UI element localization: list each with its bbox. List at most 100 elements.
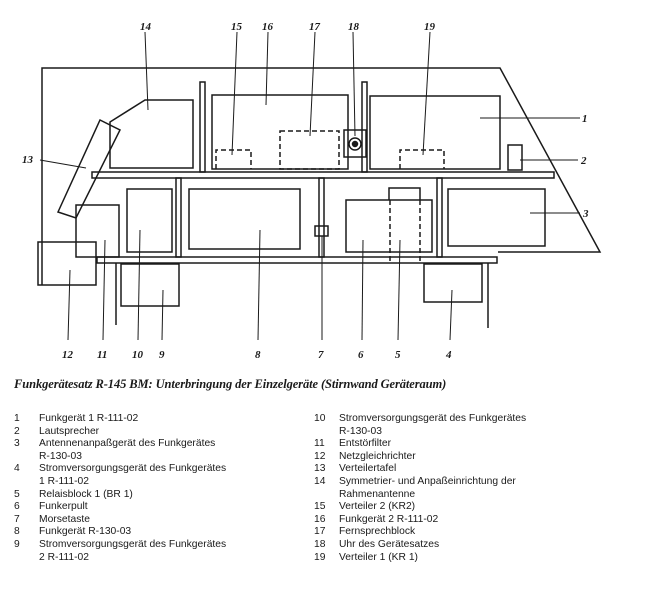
legend-text: Stromversorgungsgerät des Funkgerätes 2 … bbox=[39, 538, 227, 563]
callout-5: 5 bbox=[395, 349, 401, 361]
device-9-power-supply-2 bbox=[120, 263, 180, 307]
legend-number: 17 bbox=[314, 526, 326, 538]
device-11-interference-filter bbox=[75, 204, 120, 258]
device-8-radio-r130 bbox=[188, 188, 301, 250]
legend-number: 10 bbox=[314, 413, 326, 424]
legend-item: 5 Relaisblock 1 (BR 1) bbox=[14, 489, 304, 502]
legend-text: Uhr des Gerätesatzes bbox=[339, 538, 440, 550]
callout-11: 11 bbox=[97, 349, 107, 361]
device-3-antenna-tuner bbox=[447, 188, 546, 247]
equipment-layout-diagram: 14 15 16 17 18 19 1 2 3 13 12 11 10 9 8 … bbox=[22, 21, 602, 361]
strut-left-upper bbox=[199, 81, 206, 173]
callout-17: 17 bbox=[309, 21, 321, 33]
legend-text: Funkgerät 1 R-111-02 bbox=[39, 413, 139, 424]
strut-center-upper bbox=[361, 81, 368, 173]
device-19-distributor-1 bbox=[399, 149, 445, 169]
callout-14: 14 bbox=[140, 21, 152, 33]
callout-15: 15 bbox=[231, 21, 243, 33]
legend-item: 3 Antennenanpaßgerät des Funkgerätes R-13… bbox=[14, 438, 304, 463]
legend-item: 10 Stromversorgungsgerät des Funkgerätes … bbox=[314, 413, 634, 438]
legend-text: Netzgleichrichter bbox=[339, 450, 416, 462]
legend-text: Funkerpult bbox=[39, 501, 88, 513]
callout-3: 3 bbox=[582, 208, 589, 220]
device-17-telephone-block bbox=[279, 130, 340, 170]
legend-text: Funkgerät R-130-03 bbox=[39, 526, 132, 538]
callout-13: 13 bbox=[22, 154, 34, 166]
legend-text: Lautsprecher bbox=[39, 425, 100, 437]
legend-item: 2 Lautsprecher bbox=[14, 426, 304, 439]
clock-face bbox=[348, 137, 362, 151]
wall-outline bbox=[41, 67, 602, 285]
legend-item: 8 Funkgerät R-130-03 bbox=[14, 526, 304, 539]
legend-number: 1 bbox=[14, 413, 20, 424]
device-2-speaker bbox=[507, 144, 523, 171]
legend-text: Fernsprechblock bbox=[339, 526, 416, 538]
callout-2: 2 bbox=[580, 155, 587, 167]
legend-item: 13 Verteilertafel bbox=[314, 463, 634, 476]
figure-caption: Funkgerätesatz R-145 BM: Unterbringung d… bbox=[14, 377, 447, 391]
lower-rail bbox=[96, 256, 498, 264]
legend-number: 15 bbox=[314, 501, 326, 513]
callout-9: 9 bbox=[159, 349, 165, 361]
callout-16: 16 bbox=[262, 21, 274, 33]
device-14-antenna-matching bbox=[109, 99, 194, 169]
legend-item: 16 Funkgerät 2 R-111-02 bbox=[314, 514, 634, 527]
device-12-rectifier bbox=[37, 241, 97, 286]
legend-item: 17 Fernsprechblock bbox=[314, 526, 634, 539]
callout-12: 12 bbox=[62, 349, 74, 361]
legend-right: 10 Stromversorgungsgerät des Funkgerätes … bbox=[314, 413, 634, 564]
legend-item: 15 Verteiler 2 (KR2) bbox=[314, 501, 634, 514]
legend-text: Stromversorgungsgerät des Funkgerätes 1 … bbox=[39, 463, 227, 487]
device-13-distribution-panel bbox=[56, 118, 122, 219]
legend-text: Verteiler 1 (KR 1) bbox=[339, 551, 418, 563]
strut-right-mid bbox=[436, 177, 443, 258]
legend-number: 12 bbox=[314, 450, 326, 462]
legend-item: 11 Entstörfilter bbox=[314, 438, 634, 451]
legend-item: 12 Netzgleichrichter bbox=[314, 451, 634, 464]
legend-item: 1 Funkgerät 1 R-111-02 bbox=[14, 413, 304, 426]
legend-text: Relaisblock 1 (BR 1) bbox=[39, 488, 133, 500]
device-5-relay-block bbox=[388, 187, 421, 200]
callout-1: 1 bbox=[582, 113, 588, 125]
legend-text: Funkgerät 2 R-111-02 bbox=[339, 513, 439, 525]
legend-number: 18 bbox=[314, 538, 326, 550]
legend-number: 19 bbox=[314, 551, 326, 563]
legend-number: 13 bbox=[314, 463, 326, 475]
callout-8: 8 bbox=[255, 349, 261, 361]
legend-number: 2 bbox=[14, 425, 20, 437]
callout-7: 7 bbox=[318, 349, 324, 361]
device-15-distributor-2 bbox=[215, 149, 252, 169]
legend-number: 4 bbox=[14, 463, 20, 475]
strut-left-mid bbox=[175, 177, 182, 258]
callout-10: 10 bbox=[132, 349, 144, 361]
legend-number: 9 bbox=[14, 538, 20, 550]
legend-item: 4 Stromversorgungsgerät des Funkgerätes 1… bbox=[14, 463, 304, 488]
legend-item: 18 Uhr des Gerätesatzes bbox=[314, 539, 634, 552]
upper-rail bbox=[91, 171, 555, 179]
callout-18: 18 bbox=[348, 21, 360, 33]
legend-left: 1 Funkgerät 1 R-111-02 2 Lautsprecher 3 Ant… bbox=[14, 413, 304, 564]
legend-item: 19 Verteiler 1 (KR 1) bbox=[314, 552, 634, 565]
device-6-operator-console bbox=[345, 199, 433, 253]
legend-number: 3 bbox=[14, 438, 20, 450]
legend-number: 7 bbox=[14, 513, 20, 525]
legend-text: Morsetaste bbox=[39, 513, 90, 525]
legend-text: Symmetrier- und Anpaßeinrichtung der Rah… bbox=[339, 475, 516, 500]
device-7-morse-key bbox=[314, 225, 329, 237]
legend-item: 14 Symmetrier- und Anpaßeinrichtung der R… bbox=[314, 476, 634, 501]
callout-6: 6 bbox=[358, 349, 364, 361]
legend-number: 16 bbox=[314, 513, 326, 525]
legend-text: Verteilertafel bbox=[339, 463, 397, 475]
legend-text: Entstörfilter bbox=[339, 438, 392, 450]
legend-item: 9 Stromversorgungsgerät des Funkgerätes 2… bbox=[14, 539, 304, 564]
device-4-power-supply-1 bbox=[423, 263, 483, 303]
legend-number: 11 bbox=[314, 438, 325, 450]
legend-number: 5 bbox=[14, 488, 20, 500]
legend-text: Stromversorgungsgerät des Funkgerätes R-… bbox=[339, 413, 527, 437]
legend-text: Verteiler 2 (KR2) bbox=[339, 501, 416, 513]
device-10-power-supply-r130 bbox=[126, 188, 173, 253]
legend-text: Antennenanpaßgerät des Funkgerätes R-130… bbox=[39, 438, 216, 462]
legend-number: 8 bbox=[14, 526, 20, 538]
legend-number: 14 bbox=[314, 475, 326, 487]
callout-19: 19 bbox=[424, 21, 436, 33]
